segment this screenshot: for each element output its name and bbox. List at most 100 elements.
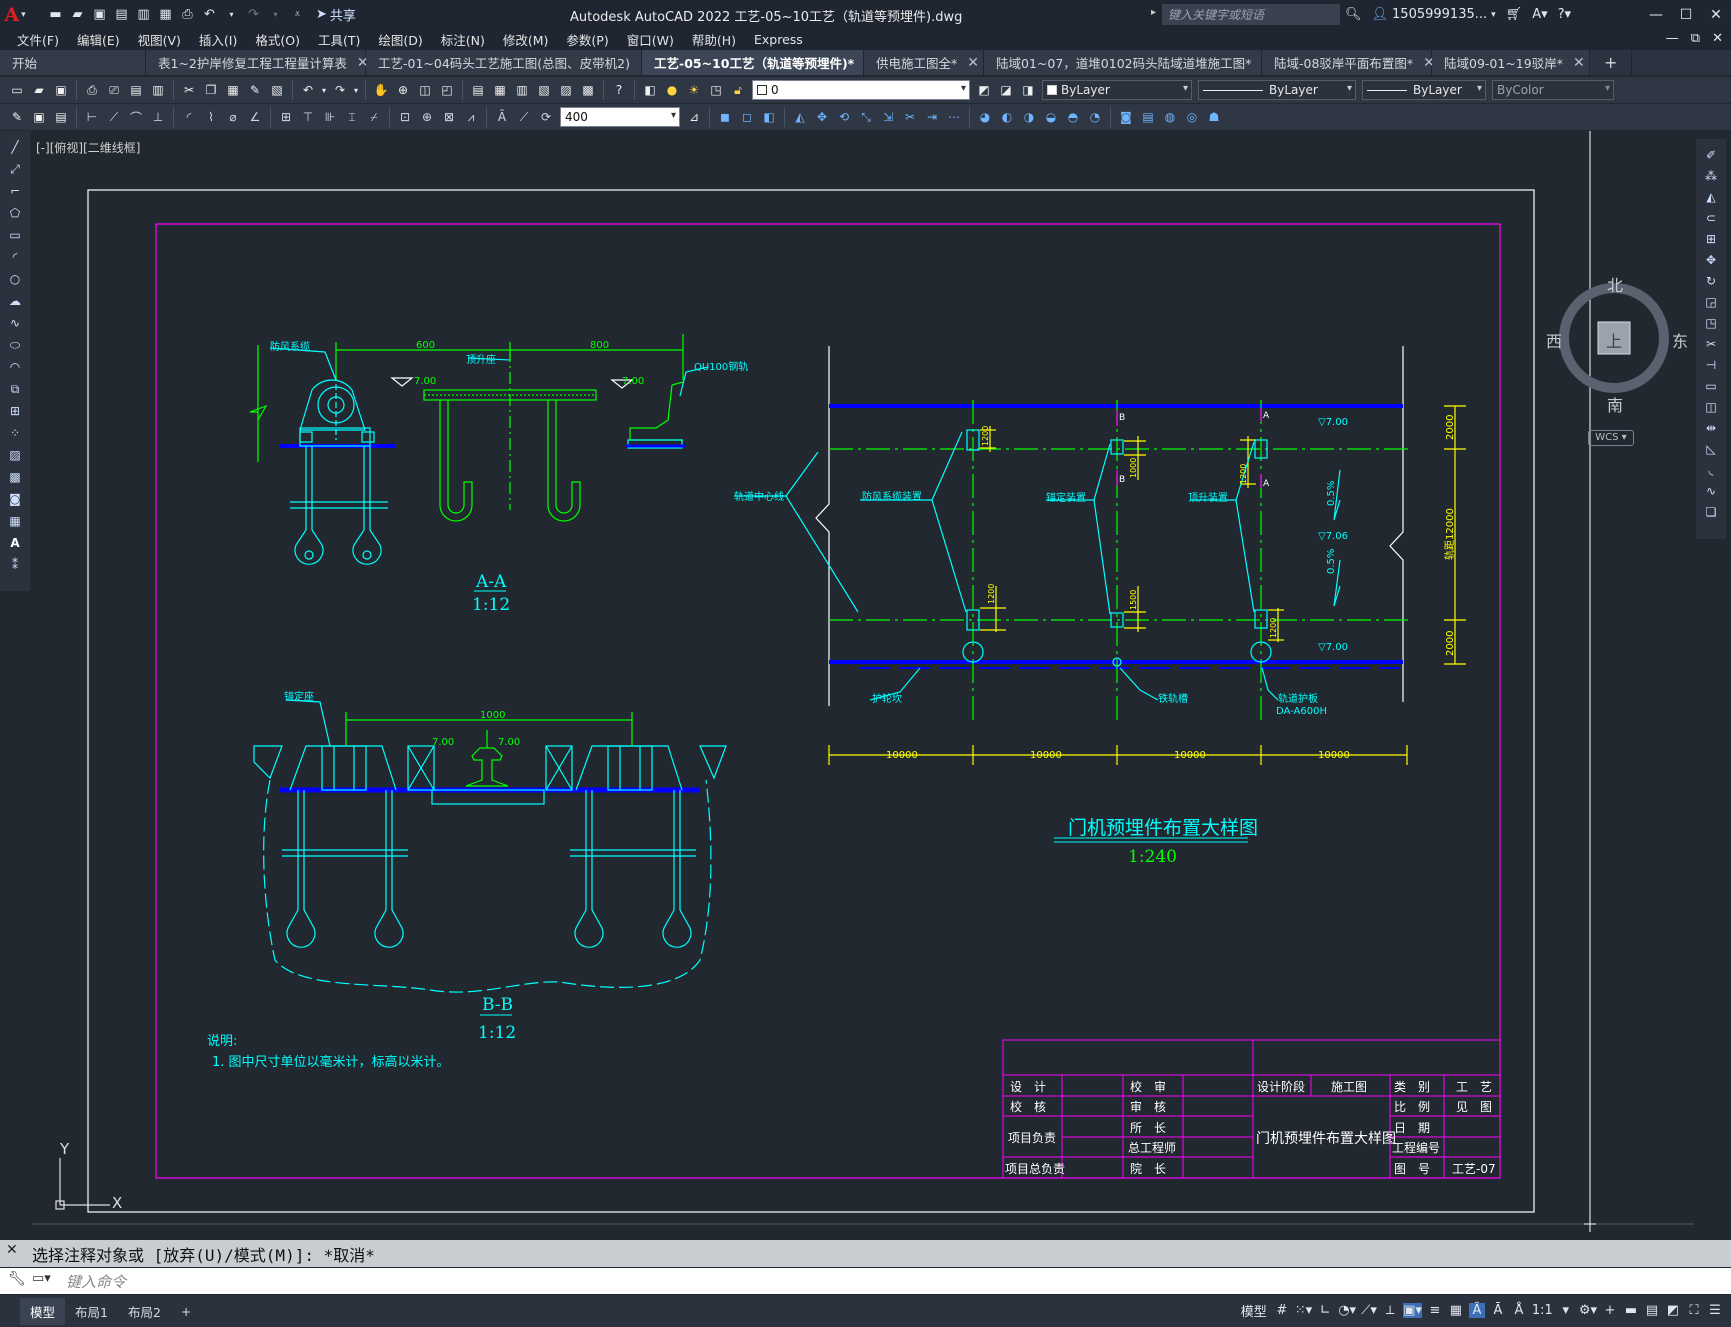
undo-dropdown-icon[interactable]: ▾ — [229, 10, 234, 19]
open-file-icon[interactable]: ▰ — [72, 7, 83, 22]
wcs-dropdown[interactable]: WCS ▾ — [1588, 430, 1634, 446]
text-icon[interactable]: A — [10, 536, 20, 550]
redo-dropdown-icon[interactable]: ▾ — [353, 85, 358, 95]
construction-line-icon[interactable]: ⤢ — [10, 161, 20, 176]
menu-file[interactable]: 文件(F) — [17, 33, 59, 48]
transparency-icon[interactable]: ▦ — [1449, 1303, 1463, 1318]
jogged-linear-icon[interactable]: ⩘ — [467, 109, 475, 124]
walk-icon[interactable]: ◎ — [1186, 110, 1198, 124]
extend-icon[interactable]: ⇥ — [926, 110, 938, 124]
sheet-set-icon[interactable]: ▧ — [538, 83, 550, 97]
tab-table[interactable]: 表1~2护岸修复工程工程量计算表✕ — [146, 50, 369, 75]
customize-icon[interactable]: 🔧︎ — [8, 1271, 26, 1287]
polygon-icon[interactable]: ⬠ — [9, 206, 21, 220]
minimize-button[interactable]: — — [1649, 6, 1663, 23]
menu-tools[interactable]: 工具(T) — [317, 33, 361, 48]
edit-icon[interactable]: ✎ — [11, 110, 23, 124]
workspace-gear-icon[interactable]: ⚙▾ — [1578, 1303, 1597, 1318]
autodesk-app-icon[interactable]: A▾ — [1532, 7, 1548, 22]
command-close-icon[interactable]: ✕ — [6, 1242, 18, 1258]
point-icon[interactable]: ⁘ — [9, 426, 21, 440]
markup-icon[interactable]: ▨ — [560, 83, 572, 97]
search-icon[interactable]: 🔍︎ — [1345, 7, 1362, 22]
bring-front-icon[interactable]: ◼ — [720, 110, 730, 124]
copy-icon[interactable]: ❐ — [205, 83, 217, 97]
menu-format[interactable]: 格式(O) — [255, 33, 300, 48]
baseline-dim-icon[interactable]: ⊤ — [302, 110, 314, 124]
viewcube-south[interactable]: 南 — [1607, 396, 1624, 415]
osnap-icon[interactable]: ▣▾ — [1403, 1303, 1422, 1318]
publish-icon[interactable]: ▤ — [130, 83, 142, 97]
annotation-monitor-icon[interactable]: + — [1604, 1303, 1616, 1318]
close-button[interactable]: ✕ — [1710, 6, 1722, 23]
layer-state-icon[interactable]: ◨ — [1022, 83, 1034, 97]
doc-restore-button[interactable]: ⧉ — [1690, 31, 1701, 46]
layer-lock-icon[interactable]: 🔓︎ — [734, 82, 742, 97]
move-icon[interactable]: ✥ — [816, 110, 828, 124]
move-icon[interactable]: ✥ — [1705, 253, 1717, 267]
color-dropdown[interactable]: ByLayer▾ — [1042, 80, 1192, 100]
design-center-icon[interactable]: ▦ — [494, 83, 506, 97]
layer-on-icon[interactable]: ● — [666, 83, 678, 97]
arc-length-icon[interactable]: ⌒ — [129, 110, 142, 125]
lineweight-dropdown[interactable]: ByLayer▾ — [1362, 80, 1486, 100]
layer-viewport-icon[interactable]: ◳ — [710, 83, 722, 97]
continue-dim-icon[interactable]: ⊪ — [324, 110, 336, 124]
stretch-icon[interactable]: ◳ — [1705, 316, 1717, 330]
tab-start[interactable]: 开始 — [0, 50, 146, 75]
bring-above-icon[interactable]: ◧ — [763, 110, 775, 124]
array-icon[interactable]: ⊞ — [1705, 232, 1717, 246]
layer-properties-icon[interactable]: ◧ — [644, 83, 656, 97]
menu-draw[interactable]: 绘图(D) — [378, 33, 423, 48]
menu-window[interactable]: 窗口(W) — [626, 33, 674, 48]
cart-icon[interactable]: 🛒︎ — [1505, 7, 1523, 22]
scale-icon[interactable]: ⤡ — [861, 109, 871, 124]
redo-icon[interactable]: ↷ — [248, 7, 259, 22]
menu-view[interactable]: 视图(V) — [137, 33, 181, 48]
insert-block-icon[interactable]: ⧉ — [10, 381, 20, 396]
linear-dim-icon[interactable]: ⊢ — [86, 110, 98, 124]
drawing-canvas[interactable]: 防风系缆 顶升座 QU100钢轨 600 800 7.00 7.00 A-A 1… — [32, 131, 1694, 1232]
snap-icon[interactable]: ⁙▾ — [1294, 1303, 1313, 1318]
new-tab-button[interactable]: + — [1590, 50, 1633, 75]
polar-icon[interactable]: ◔▾ — [1338, 1303, 1357, 1318]
tab-power[interactable]: 供电施工图全*✕ — [864, 50, 984, 75]
scale-icon[interactable]: ◲ — [1705, 295, 1717, 309]
viewcube[interactable]: 北 南 西 东 上 — [1546, 276, 1688, 415]
ellipse-arc-icon[interactable]: ◠ — [9, 360, 21, 374]
region-icon[interactable]: ◙ — [9, 492, 21, 506]
add-selected-icon[interactable]: ⁑ — [12, 558, 18, 572]
dim-style-icon[interactable]: ⊿ — [688, 110, 700, 124]
search-expand-icon[interactable]: ▸ — [1151, 7, 1157, 18]
attribute-icon[interactable]: ▤ — [55, 110, 67, 124]
dim-break-icon[interactable]: ⌿ — [370, 109, 378, 124]
zoom-previous-icon[interactable]: ◰ — [441, 83, 453, 97]
save-as-icon[interactable]: ▤ — [115, 7, 128, 22]
dim-space-icon[interactable]: ⌶ — [348, 109, 356, 124]
intersect-icon[interactable]: ◒ — [1045, 110, 1057, 124]
save-icon[interactable]: ▣ — [55, 83, 67, 97]
tab-luyu-08[interactable]: 陆域-08驳岸平面布置图*✕ — [1262, 50, 1435, 75]
lineweight-icon[interactable]: ≡ — [1429, 1303, 1441, 1318]
polyline-icon[interactable]: ⌐ — [9, 184, 21, 198]
close-icon[interactable]: ✕ — [1423, 54, 1435, 71]
units-icon[interactable]: ▬ — [1624, 1303, 1638, 1318]
doc-minimize-button[interactable]: — — [1665, 31, 1679, 46]
annotation-scale-value[interactable]: 1:1 — [1531, 1303, 1553, 1318]
dim-style-dropdown[interactable]: 400▾ — [560, 107, 680, 127]
rotate-icon[interactable]: ⟲ — [838, 110, 850, 124]
help-icon[interactable]: ?▾ — [1557, 7, 1572, 22]
offset-icon[interactable]: ⊂ — [1705, 211, 1717, 225]
osnap-tracking-icon[interactable]: ⟂ — [1385, 1303, 1395, 1318]
subtract-icon[interactable]: ◑ — [1023, 110, 1035, 124]
break-icon[interactable]: ⋯ — [948, 110, 960, 124]
inspection-icon[interactable]: ⊠ — [443, 110, 455, 124]
orbit-icon[interactable]: ◍ — [1164, 110, 1176, 124]
save-web-icon[interactable]: ▦ — [159, 7, 172, 22]
menu-insert[interactable]: 插入(I) — [198, 33, 238, 48]
union-icon[interactable]: ◐ — [1001, 110, 1013, 124]
dim-text-edit-icon[interactable]: ⟋ — [519, 109, 529, 124]
quick-dim-icon[interactable]: ⊞ — [280, 110, 292, 124]
viewcube-north[interactable]: 北 — [1607, 276, 1624, 295]
layer-previous-icon[interactable]: ◪ — [1000, 83, 1012, 97]
